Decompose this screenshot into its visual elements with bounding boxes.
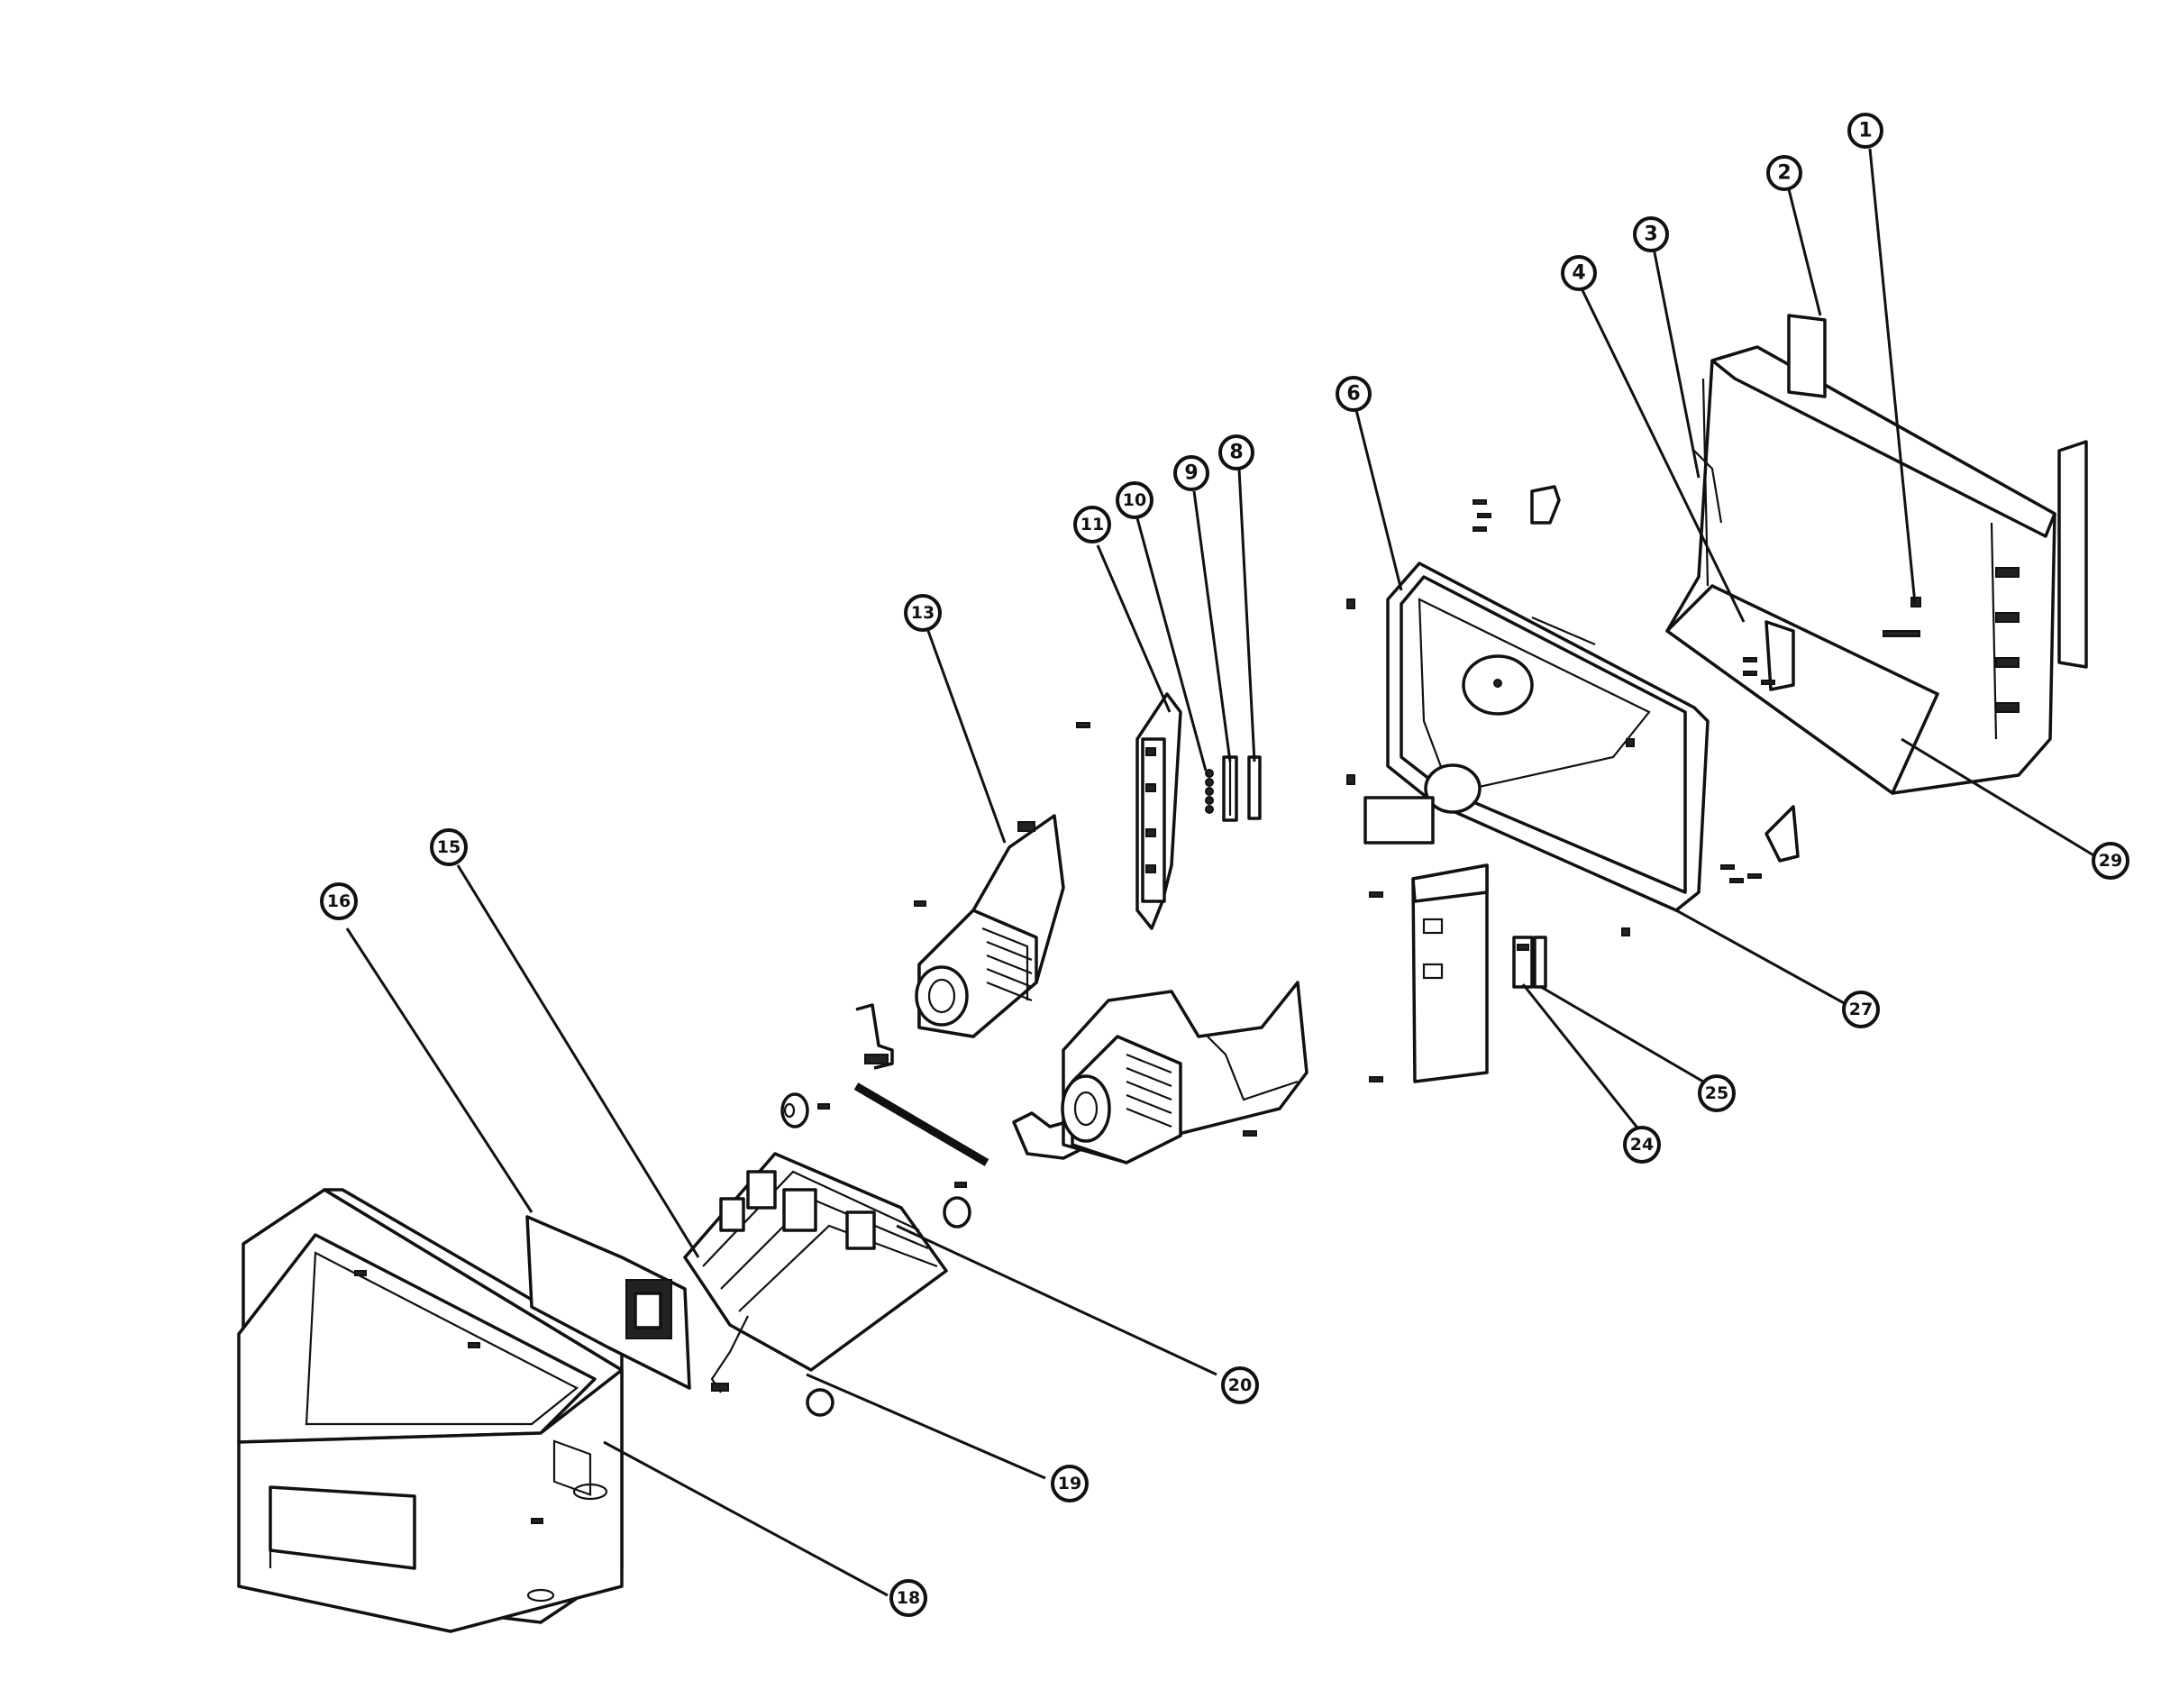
leader-3: [1652, 247, 1701, 479]
leader-15: [456, 864, 700, 1258]
lens-assembly-left: [914, 814, 1065, 1038]
leader-24: [1521, 983, 1642, 1132]
rear-side-label: [2057, 440, 2088, 669]
leader-11: [1096, 544, 1172, 713]
svg-text:3: 3: [1644, 224, 1657, 246]
leader-1: [1868, 148, 1917, 605]
callout-18: 18: [889, 1579, 927, 1617]
svg-text:6: 6: [1346, 383, 1360, 406]
svg-text:2: 2: [1777, 162, 1791, 185]
leader-2: [1787, 188, 1822, 316]
spring-rod: [853, 1082, 989, 1166]
svg-text:1: 1: [1858, 120, 1872, 142]
svg-text:19: 19: [1058, 1474, 1081, 1493]
callout-13: 13: [904, 594, 942, 632]
svg-text:24: 24: [1630, 1135, 1654, 1155]
leader-25: [1540, 985, 1704, 1083]
roller-right: [943, 1182, 971, 1228]
svg-text:8: 8: [1229, 442, 1243, 464]
leader-4: [1580, 288, 1746, 623]
front-cabinet: [237, 1188, 624, 1633]
callout-20: 20: [1221, 1366, 1259, 1404]
part-10-springs: [1205, 769, 1214, 814]
leader-lines: [345, 148, 2096, 1597]
callout-16: 16: [320, 882, 358, 920]
leader-27: [1675, 909, 1848, 1007]
callout-1: 1: [1847, 113, 1883, 149]
leader-18: [603, 1440, 889, 1597]
leader-29: [1901, 737, 2096, 858]
lens-assembly-center: [1061, 981, 1308, 1165]
leader-19: [806, 1373, 1046, 1480]
svg-text:25: 25: [1705, 1083, 1728, 1103]
callout-2: 2: [1766, 155, 1802, 191]
callout-24: 24: [1623, 1126, 1661, 1164]
rear-label-2: [1787, 314, 1827, 398]
corner-clip-top: [1473, 485, 1561, 532]
part-9-strip: [1222, 755, 1238, 822]
part-24-bracket: [1512, 936, 1534, 989]
svg-text:9: 9: [1184, 462, 1198, 485]
side-panel: [1369, 863, 1489, 1083]
callout-11: 11: [1073, 506, 1111, 543]
callout-25: 25: [1698, 1074, 1736, 1112]
part-25-bracket: [1533, 936, 1547, 989]
leader-13: [926, 630, 1007, 844]
leader-9: [1192, 490, 1232, 763]
bracket-clip: [855, 1003, 894, 1070]
callout-27: 27: [1842, 991, 1880, 1028]
leader-10: [1135, 517, 1208, 772]
svg-text:13: 13: [911, 603, 935, 623]
svg-text:18: 18: [897, 1588, 920, 1608]
callout-3: 3: [1633, 216, 1669, 252]
screen-housing: [1346, 562, 1710, 936]
chassis-frame: [683, 1152, 948, 1417]
svg-text:27: 27: [1849, 1000, 1873, 1019]
part-8-strip: [1247, 755, 1262, 820]
leader-6: [1354, 409, 1403, 591]
callout-4: 4: [1561, 255, 1597, 291]
callout-6: 6: [1336, 376, 1372, 412]
roller-left: [780, 1092, 830, 1128]
leader-8: [1237, 468, 1256, 763]
rear-cabinet: [1665, 345, 2056, 795]
callout-29: 29: [2092, 842, 2129, 880]
svg-text:10: 10: [1123, 490, 1146, 510]
callout-10: 10: [1116, 481, 1153, 519]
bracket-board: [525, 1215, 691, 1496]
corner-clip-bottom: [1720, 805, 1800, 883]
svg-text:29: 29: [2099, 851, 2122, 871]
callout-15: 15: [430, 828, 468, 866]
svg-text:15: 15: [437, 837, 460, 857]
svg-text:20: 20: [1228, 1375, 1252, 1395]
callout-19: 19: [1051, 1465, 1089, 1502]
svg-text:11: 11: [1080, 515, 1104, 534]
callout-8: 8: [1218, 434, 1254, 470]
vertical-board: [1076, 692, 1182, 930]
svg-text:4: 4: [1572, 262, 1585, 285]
svg-text:16: 16: [327, 891, 351, 911]
leader-20: [896, 1224, 1217, 1376]
callout-9: 9: [1173, 455, 1209, 491]
leader-16: [345, 927, 533, 1213]
